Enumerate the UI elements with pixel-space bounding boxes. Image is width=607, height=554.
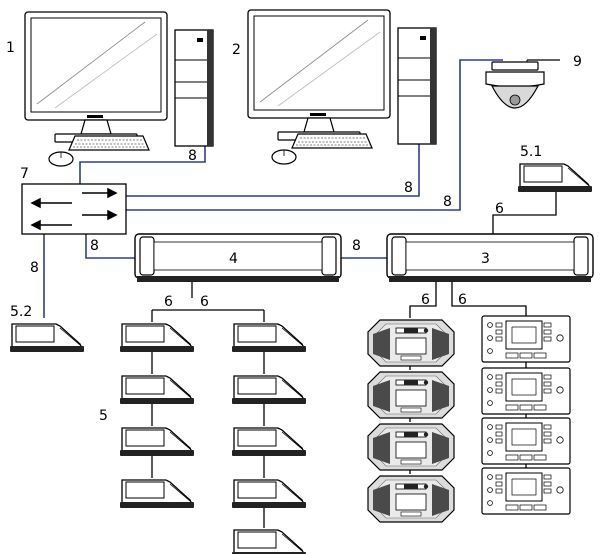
device-5-2 [9, 323, 85, 353]
label-camera: 9 [573, 54, 582, 70]
label-central-unit: 3 [481, 251, 490, 267]
device-5-1 [517, 163, 593, 193]
computer-2 [247, 9, 437, 165]
network-switch [21, 183, 127, 235]
label-cable-8: 8 [443, 194, 452, 210]
conference-unit-chain [367, 319, 455, 523]
label-device-5-1: 5.1 [520, 144, 542, 160]
system-cables [151, 190, 557, 528]
label-device-5-2: 5.2 [10, 304, 32, 320]
computer-1 [24, 11, 214, 167]
label-cable-6: 6 [495, 201, 504, 217]
label-cable-8: 8 [90, 238, 99, 254]
label-cable-6: 6 [164, 294, 173, 310]
label-delegate-chain: 5 [99, 408, 108, 424]
label-cable-6: 6 [421, 292, 430, 308]
label-extension-unit: 4 [229, 251, 238, 267]
label-computer-1: 1 [6, 40, 15, 56]
delegate-chain-right [231, 323, 307, 554]
label-cable-8: 8 [188, 148, 197, 164]
label-cable-6: 6 [458, 292, 467, 308]
label-cable-8: 8 [352, 238, 361, 254]
label-computer-2: 2 [232, 42, 241, 58]
label-switch: 7 [20, 166, 29, 182]
dome-camera [485, 59, 560, 109]
delegate-chain-left [119, 323, 195, 509]
label-cable-8: 8 [30, 260, 39, 276]
label-cable-6: 6 [200, 294, 209, 310]
extension-unit [134, 233, 342, 283]
central-unit [386, 233, 594, 283]
label-cable-8: 8 [404, 180, 413, 196]
